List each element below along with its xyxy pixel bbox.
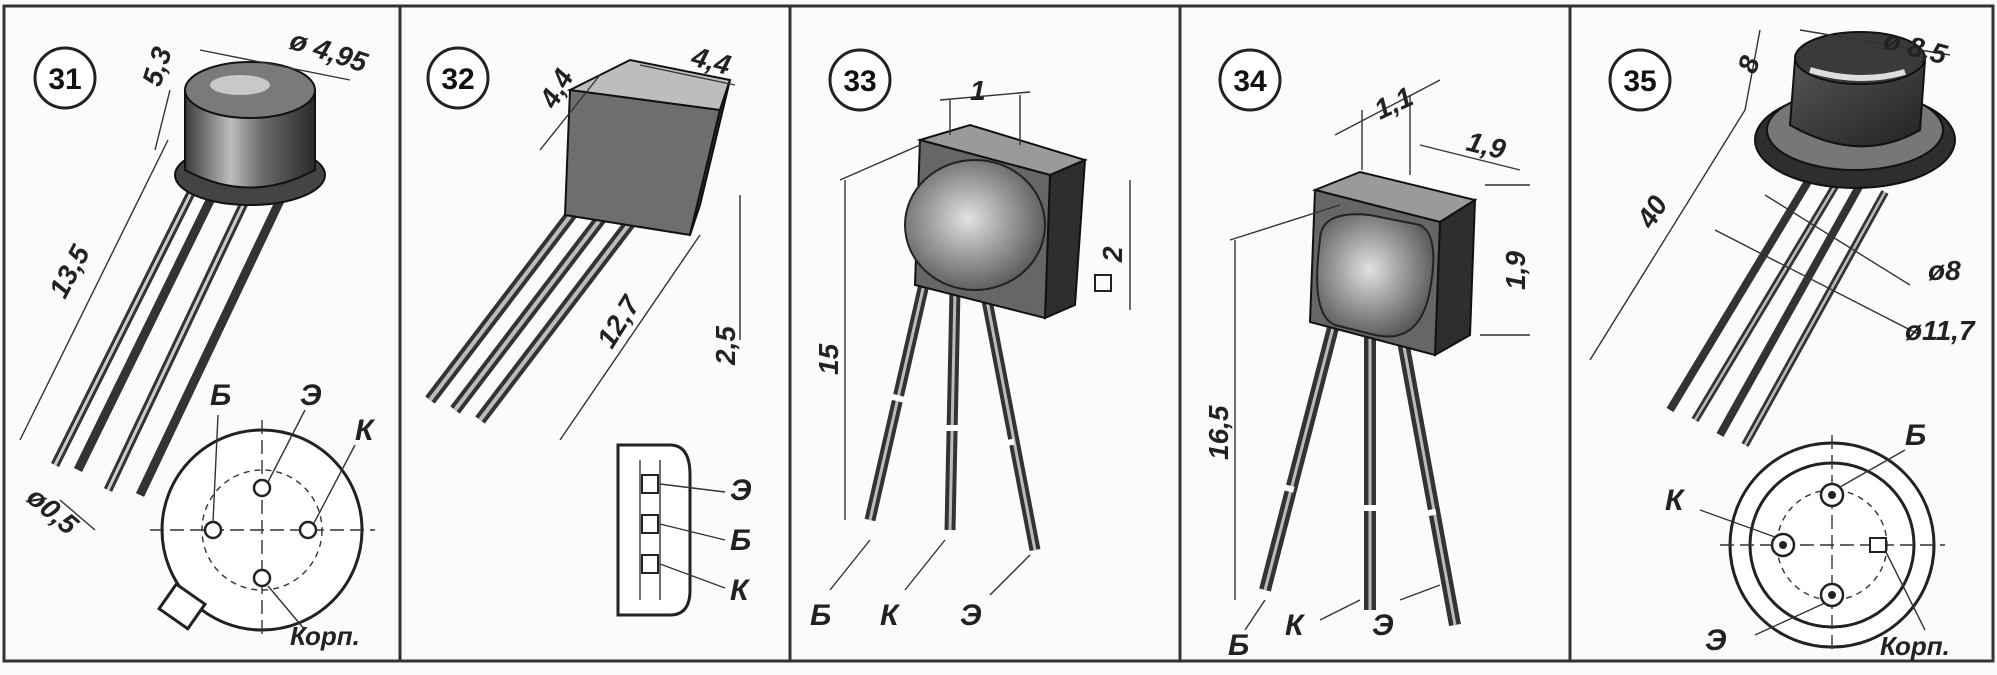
- panel-33: 33 1 15 2 Б К: [810, 48, 1131, 632]
- panel-badge: [33, 46, 97, 110]
- pin-label-base: Б: [210, 379, 231, 412]
- panel-number: 34: [1233, 65, 1267, 98]
- pin-label-emitter: Э: [730, 474, 752, 507]
- dim-chip-size: 2: [1097, 246, 1128, 263]
- leads: [1259, 318, 1461, 627]
- pin-label-emitter: Э: [960, 599, 982, 632]
- dim-chip-width: 1,9: [1464, 126, 1510, 166]
- panel-number: 32: [441, 63, 474, 96]
- metal-can: [174, 61, 326, 206]
- pin-label-emitter: Э: [300, 379, 322, 412]
- pinout-side-view: [616, 443, 726, 617]
- leads: [50, 162, 290, 497]
- panel-34: 34 1,1 1,9 1,9 16,5: [1203, 48, 1531, 662]
- pin-label-collector: К: [880, 599, 901, 632]
- pin-label-collector: К: [1665, 484, 1686, 517]
- leads: [425, 186, 645, 424]
- pin-label-emitter: Э: [1705, 624, 1727, 657]
- dim-can-height: 8: [1732, 51, 1767, 77]
- dim-pin-circle: ø8: [1928, 255, 1961, 286]
- leads: [864, 278, 1041, 552]
- chip-body: [1308, 170, 1478, 357]
- panel-number: 31: [48, 63, 81, 96]
- panel-35: 35 8 ø 8,5 40 ø8 ø11,7: [1589, 24, 1976, 661]
- dim-height: 5,3: [136, 43, 178, 90]
- dim-flange-diameter: ø11,7: [1905, 315, 1976, 346]
- pin-label-collector: К: [355, 414, 376, 447]
- square-symbol: [1094, 274, 1112, 292]
- plastic-body: [563, 58, 732, 237]
- panel-badge: [828, 48, 892, 112]
- metal-can: [1754, 31, 1956, 189]
- panel-number: 33: [843, 65, 876, 98]
- pin-label-case: Корп.: [1880, 631, 1950, 661]
- dim-lead-length: 12,7: [591, 289, 647, 353]
- pin-label-base: Б: [730, 524, 751, 557]
- panel-badge: [1608, 48, 1672, 112]
- panel-32: 32 4,4 4,4 12,7 2,5: [425, 41, 752, 617]
- panel-number: 35: [1623, 65, 1656, 98]
- pin-label-collector: К: [1285, 609, 1306, 642]
- dim-chip-width: 1: [970, 75, 986, 106]
- leads: [1666, 167, 1889, 447]
- dim-lead-length: 15: [813, 343, 844, 375]
- panel-31: 31 5,3 ø 4,95 13,5 ø0,5: [19, 24, 376, 651]
- pin-label-base: Б: [1905, 419, 1926, 452]
- dim-pitch: 2,5: [710, 326, 741, 366]
- panel-badge: [426, 46, 490, 110]
- pin-label-base: Б: [810, 599, 831, 632]
- dim-lead-diameter: ø0,5: [21, 481, 84, 541]
- dim-lead-length: 13,5: [43, 240, 96, 303]
- pin-label-emitter: Э: [1372, 609, 1394, 642]
- pinout-bottom-view: [1699, 435, 1945, 655]
- pinout-bottom-view: [150, 409, 375, 640]
- pin-label-case: Корп.: [290, 621, 360, 651]
- panel-badge: [1218, 48, 1282, 112]
- pin-label-collector: К: [730, 574, 751, 607]
- dim-lead-length: 16,5: [1203, 405, 1234, 460]
- chip-body: [904, 123, 1088, 320]
- panel-frames: [2, 4, 1995, 663]
- dim-chip-height: 1,9: [1500, 251, 1531, 290]
- pin-label-base: Б: [1228, 629, 1249, 662]
- dim-lead-length: 40: [1630, 190, 1674, 234]
